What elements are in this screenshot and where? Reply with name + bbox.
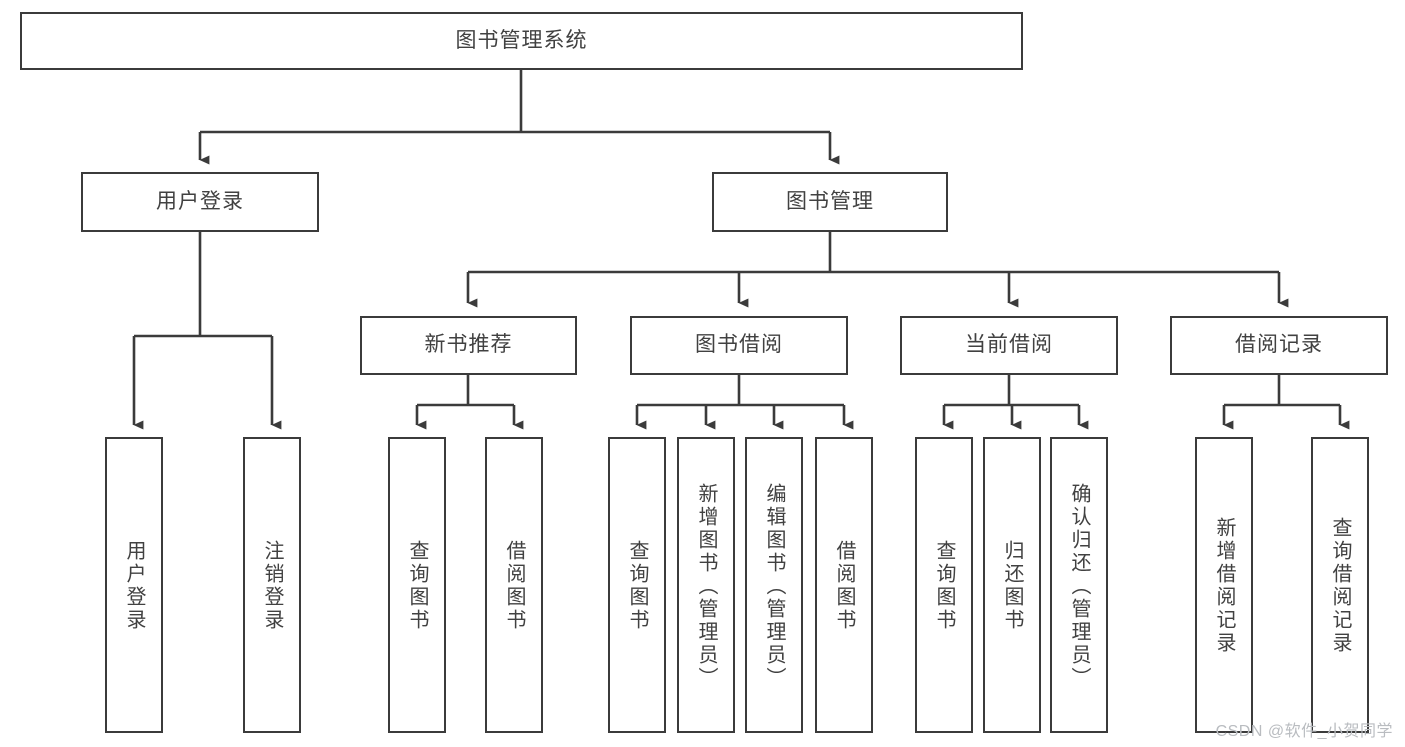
leaf-current-borrow-query[interactable]: 查询图书 bbox=[915, 437, 973, 733]
node-user-login[interactable]: 用户登录 bbox=[81, 172, 319, 232]
node-root-system[interactable]: 图书管理系统 bbox=[20, 12, 1023, 70]
leaf-book-borrow-borrow[interactable]: 借阅图书 bbox=[815, 437, 873, 733]
leaf-label: 用户登录 bbox=[123, 540, 145, 632]
node-book-management[interactable]: 图书管理 bbox=[712, 172, 948, 232]
node-label-root: 图书管理系统 bbox=[455, 28, 588, 52]
leaf-label: 新增图书（管理员） bbox=[695, 482, 717, 690]
leaf-book-borrow-query[interactable]: 查询图书 bbox=[608, 437, 666, 733]
leaf-current-borrow-confirm-return[interactable]: 确认归还（管理员） bbox=[1050, 437, 1108, 733]
leaf-label: 编辑图书（管理员） bbox=[763, 482, 785, 690]
leaf-borrow-record-query[interactable]: 查询借阅记录 bbox=[1311, 437, 1369, 733]
leaf-label: 确认归还（管理员） bbox=[1068, 482, 1090, 690]
node-current-borrow[interactable]: 当前借阅 bbox=[900, 316, 1118, 375]
node-borrow-record[interactable]: 借阅记录 bbox=[1170, 316, 1388, 375]
node-label-book-management: 图书管理 bbox=[786, 189, 874, 213]
leaf-user-login-logout[interactable]: 注销登录 bbox=[243, 437, 301, 733]
leaf-label: 新增借阅记录 bbox=[1213, 517, 1235, 655]
leaf-label: 借阅图书 bbox=[503, 540, 525, 632]
node-label-borrow-record: 借阅记录 bbox=[1235, 333, 1323, 357]
leaf-label: 归还图书 bbox=[1001, 540, 1023, 632]
node-label-user-login: 用户登录 bbox=[156, 189, 244, 213]
leaf-borrow-record-add[interactable]: 新增借阅记录 bbox=[1195, 437, 1253, 733]
leaf-label: 查询图书 bbox=[406, 540, 428, 632]
leaf-user-login-login[interactable]: 用户登录 bbox=[105, 437, 163, 733]
leaf-label: 借阅图书 bbox=[833, 540, 855, 632]
node-new-book-recommend[interactable]: 新书推荐 bbox=[360, 316, 577, 375]
leaf-new-book-borrow[interactable]: 借阅图书 bbox=[485, 437, 543, 733]
leaf-book-borrow-edit[interactable]: 编辑图书（管理员） bbox=[745, 437, 803, 733]
leaf-label: 查询借阅记录 bbox=[1329, 517, 1351, 655]
node-label-book-borrow: 图书借阅 bbox=[695, 333, 783, 357]
leaf-book-borrow-add[interactable]: 新增图书（管理员） bbox=[677, 437, 735, 733]
node-book-borrow[interactable]: 图书借阅 bbox=[630, 316, 848, 375]
leaf-new-book-query[interactable]: 查询图书 bbox=[388, 437, 446, 733]
node-label-new-book-recommend: 新书推荐 bbox=[424, 333, 513, 357]
leaf-label: 注销登录 bbox=[261, 540, 283, 632]
leaf-label: 查询图书 bbox=[626, 540, 648, 632]
node-label-current-borrow: 当前借阅 bbox=[965, 333, 1053, 357]
leaf-label: 查询图书 bbox=[933, 540, 955, 632]
leaf-current-borrow-return[interactable]: 归还图书 bbox=[983, 437, 1041, 733]
